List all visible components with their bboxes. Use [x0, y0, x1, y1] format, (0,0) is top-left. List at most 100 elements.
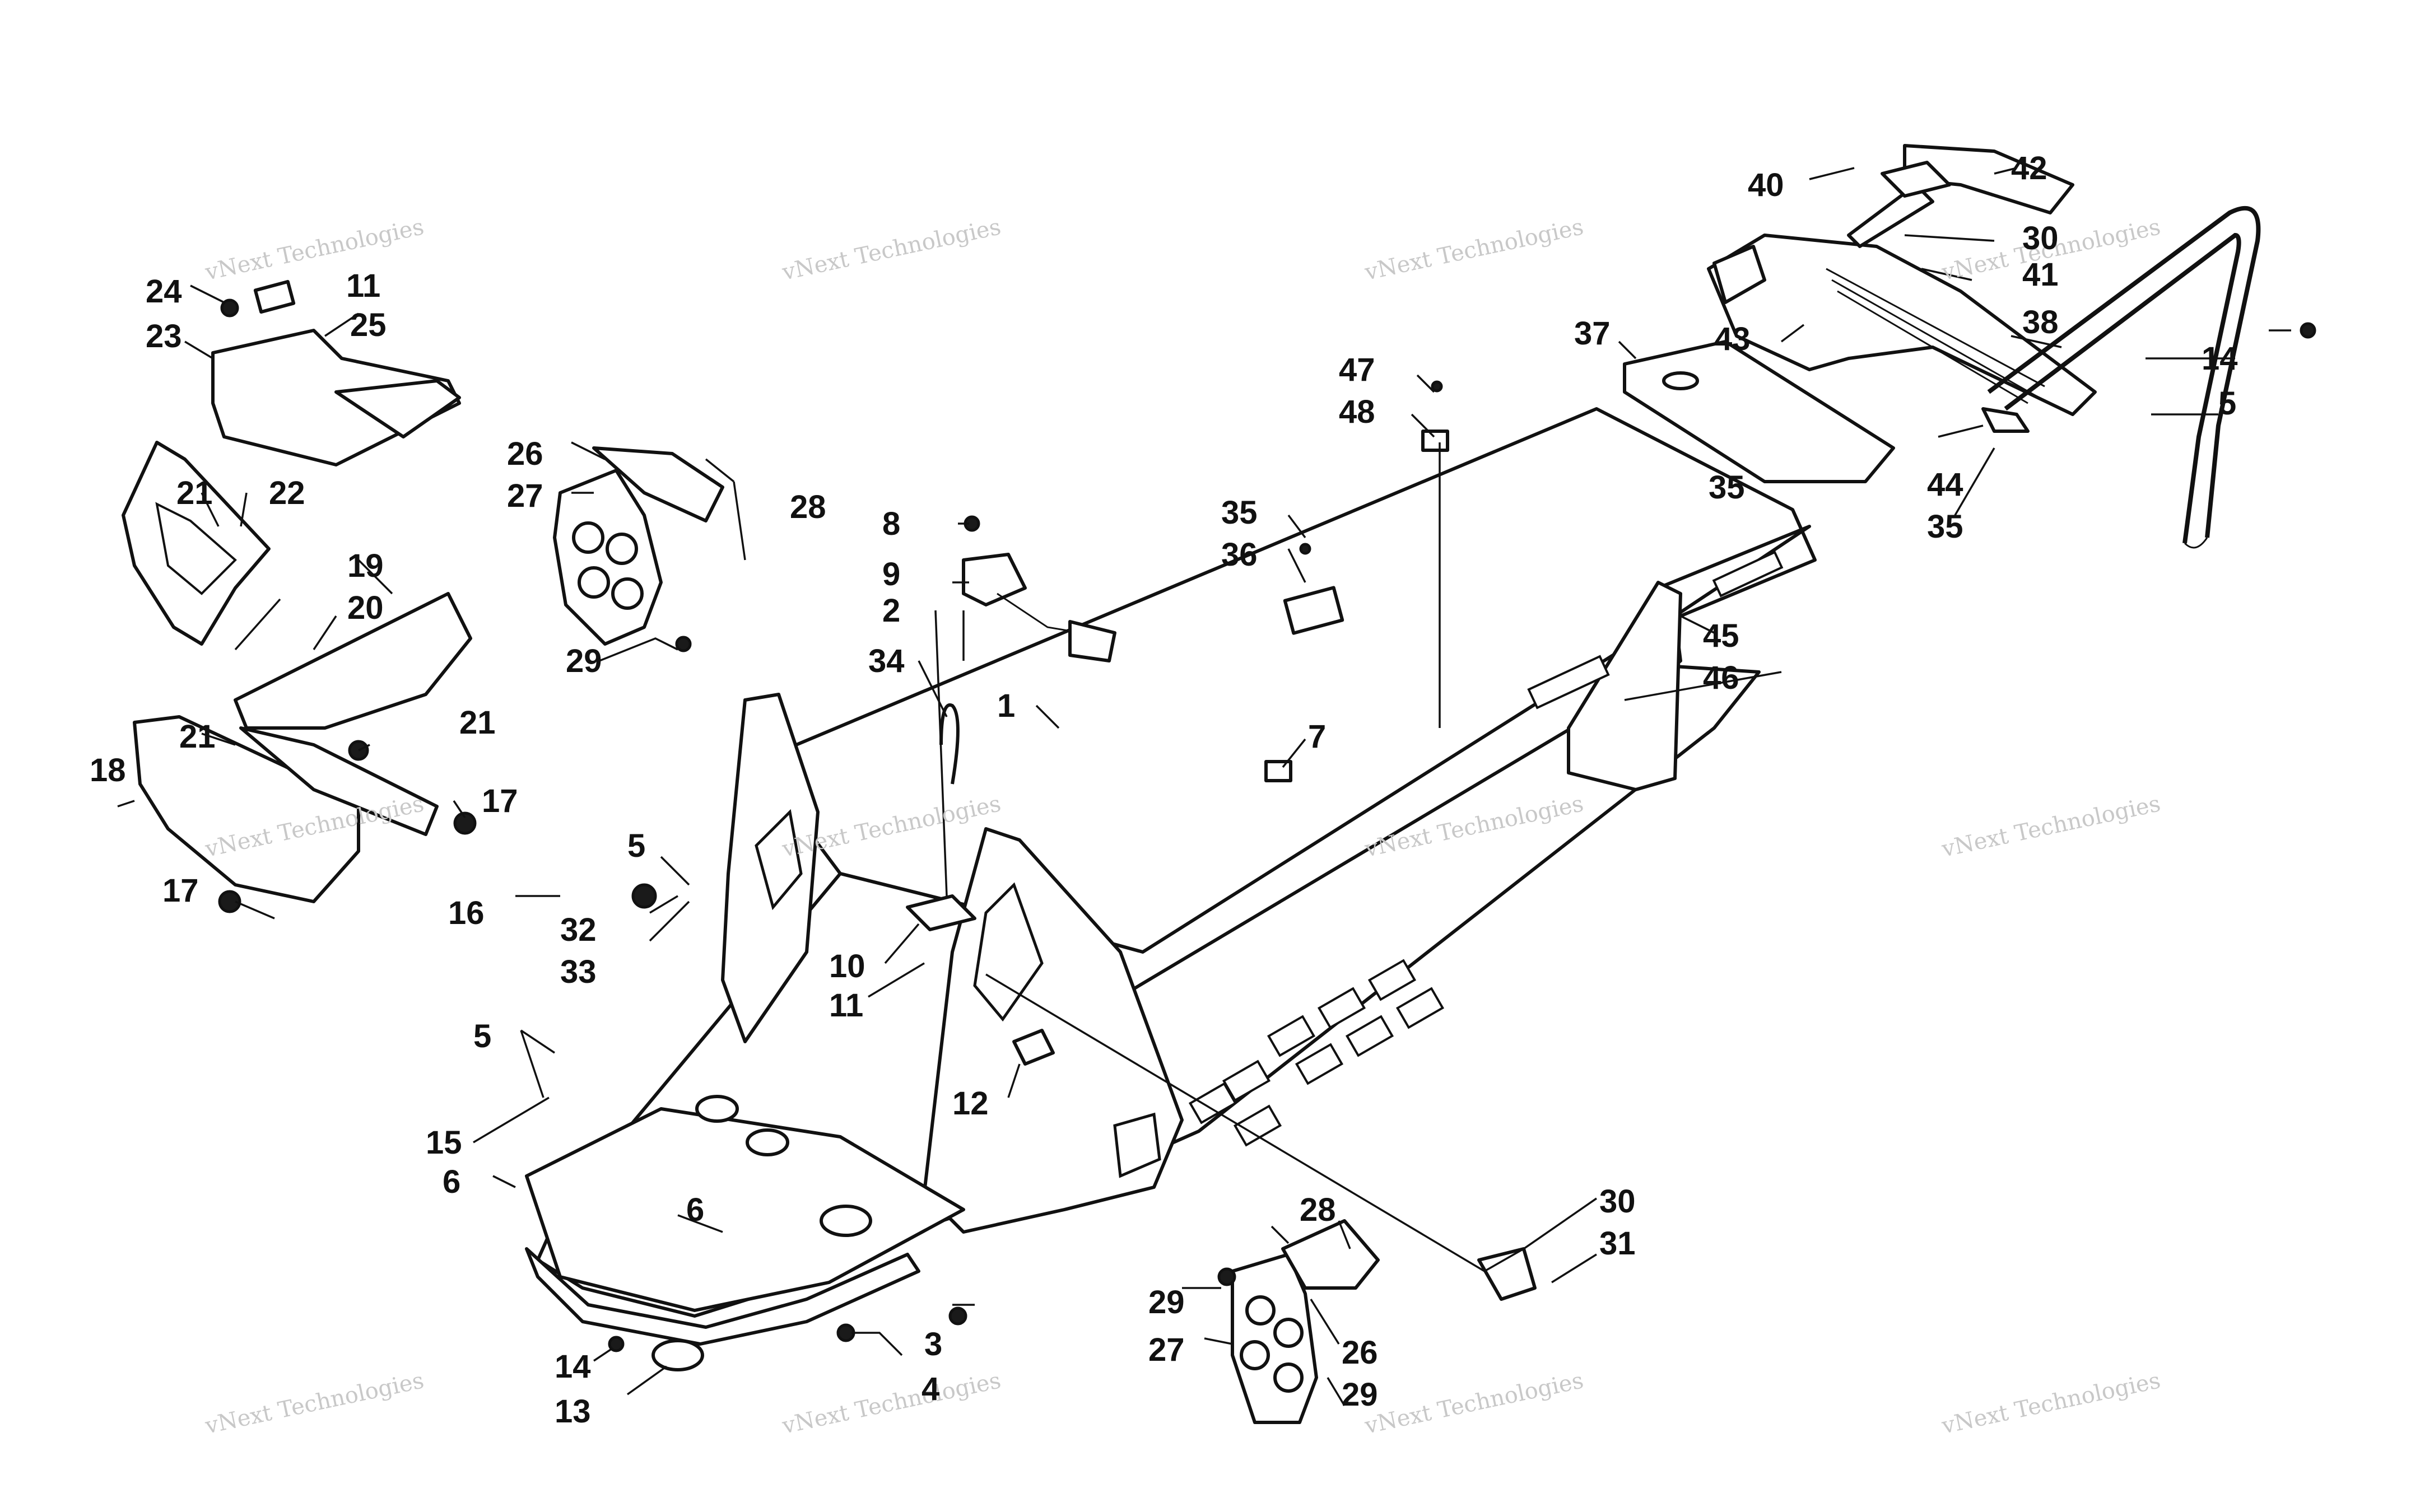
callout-4: 4: [922, 1371, 939, 1407]
bracket-12: [1012, 1029, 1055, 1066]
watermark-text: vNext Technologies: [1939, 791, 2163, 862]
callout-38: 38: [2022, 304, 2059, 340]
shield-hole-g: [1240, 1340, 1270, 1370]
shield-27-top: [553, 469, 663, 646]
shield-hole-c: [578, 566, 610, 599]
callout-1: 1: [997, 688, 1015, 724]
watermark-1: vNext Technologies: [203, 214, 426, 286]
shield-hole-f: [1273, 1318, 1304, 1348]
callout-29c: 29: [1342, 1376, 1378, 1413]
callout-20: 20: [347, 590, 384, 626]
bracket-23-flange: [334, 379, 461, 438]
watermark-10: vNext Technologies: [780, 1368, 1003, 1439]
callout-35b: 35: [1709, 469, 1745, 506]
callout-12: 12: [952, 1085, 989, 1122]
watermark-text: vNext Technologies: [1362, 1368, 1586, 1439]
bolt-29a: [675, 636, 692, 652]
callout-24: 24: [146, 273, 182, 310]
watermark-9: vNext Technologies: [203, 1368, 426, 1439]
callout-28b: 28: [1300, 1192, 1336, 1228]
callout-27a: 27: [507, 478, 543, 514]
callout-11b: 11: [346, 268, 380, 304]
nut-17a: [453, 811, 477, 835]
clip-7: [1264, 760, 1292, 782]
callout-37: 37: [1574, 315, 1611, 352]
callout-11a: 11: [829, 987, 863, 1024]
hardware: [218, 279, 2316, 1371]
callout-21a: 21: [176, 475, 213, 511]
callout-42: 42: [2011, 150, 2047, 186]
block-36: [1283, 586, 1344, 635]
callout-17a: 17: [482, 783, 518, 819]
callout-2: 2: [882, 592, 900, 629]
callout-15: 15: [426, 1124, 462, 1161]
callout-6a: 6: [443, 1164, 460, 1200]
callout-14a: 14: [555, 1348, 591, 1385]
callout-5a: 5: [627, 828, 645, 864]
callout-35c: 35: [1927, 508, 1963, 545]
callout-6b: 6: [686, 1192, 704, 1228]
bolt-14b: [2300, 322, 2316, 339]
shield-hole-b: [606, 533, 638, 565]
callout-48: 48: [1339, 394, 1375, 430]
rear-plate-slot: [1662, 371, 1699, 390]
running-board-cutouts: [1188, 959, 1445, 1147]
shield-hole-e: [1245, 1295, 1276, 1326]
callout-43: 43: [1714, 321, 1751, 357]
grommet-13: [651, 1339, 704, 1371]
callout-41: 41: [2022, 256, 2059, 293]
strap-34: [939, 703, 960, 785]
watermark-text: vNext Technologies: [780, 214, 1003, 286]
lever-10: [906, 894, 976, 931]
watermark-text: vNext Technologies: [780, 1368, 1003, 1439]
callout-19: 19: [347, 548, 384, 584]
bumper-mount: [1981, 407, 2030, 433]
taillight-lens-43: [1712, 245, 1766, 304]
front-crossmember-16: [133, 715, 360, 903]
callout-21b: 21: [179, 718, 216, 755]
watermark-text: vNext Technologies: [203, 214, 426, 286]
callout-13: 13: [555, 1393, 591, 1430]
callout-30b: 30: [1599, 1183, 1636, 1220]
crossmember-rail: [239, 726, 439, 836]
watermark-text: vNext Technologies: [1939, 1368, 2163, 1439]
callout-26a: 26: [507, 436, 543, 472]
callout-8: 8: [882, 506, 900, 542]
callout-45: 45: [1703, 618, 1739, 654]
callout-32: 32: [560, 912, 597, 948]
bumper-end: [2184, 537, 2208, 549]
callout-17b: 17: [162, 872, 199, 909]
shield-hole-d: [611, 577, 644, 610]
watermark-11: vNext Technologies: [1362, 1368, 1586, 1439]
bracket-26-top: [592, 446, 724, 522]
decal-45: [1712, 550, 1784, 598]
callout-47: 47: [1339, 352, 1375, 388]
callout-33: 33: [560, 954, 597, 990]
bolt-14: [608, 1336, 625, 1352]
callout-23: 23: [146, 318, 182, 354]
callout-46: 46: [1703, 660, 1739, 696]
callout-3: 3: [924, 1326, 942, 1362]
callout-9: 9: [882, 556, 900, 592]
callout-14b: 14: [2202, 340, 2238, 377]
floor-mount-c: [820, 1205, 872, 1237]
bolt-3: [948, 1306, 967, 1326]
callout-18: 18: [90, 752, 126, 788]
nut-32: [631, 883, 657, 909]
bolt-35a: [1299, 543, 1311, 555]
bracket-26-bottom: [1281, 1219, 1380, 1290]
callout-34: 34: [868, 643, 905, 679]
callout-27b: 27: [1148, 1332, 1185, 1368]
callout-29b: 29: [1148, 1284, 1185, 1320]
leader-lines: [117, 167, 2291, 1406]
callout-30a: 30: [2022, 220, 2059, 256]
bulkhead-right-opening: [973, 882, 1044, 1022]
callout-40: 40: [1748, 167, 1784, 203]
callout-44: 44: [1927, 466, 1963, 503]
pad-40: [1881, 161, 1951, 198]
decal-46: [1527, 655, 1610, 710]
watermark-text: vNext Technologies: [203, 1368, 426, 1439]
bracket-21-inner: [155, 502, 237, 595]
watermark-2: vNext Technologies: [780, 214, 1003, 286]
